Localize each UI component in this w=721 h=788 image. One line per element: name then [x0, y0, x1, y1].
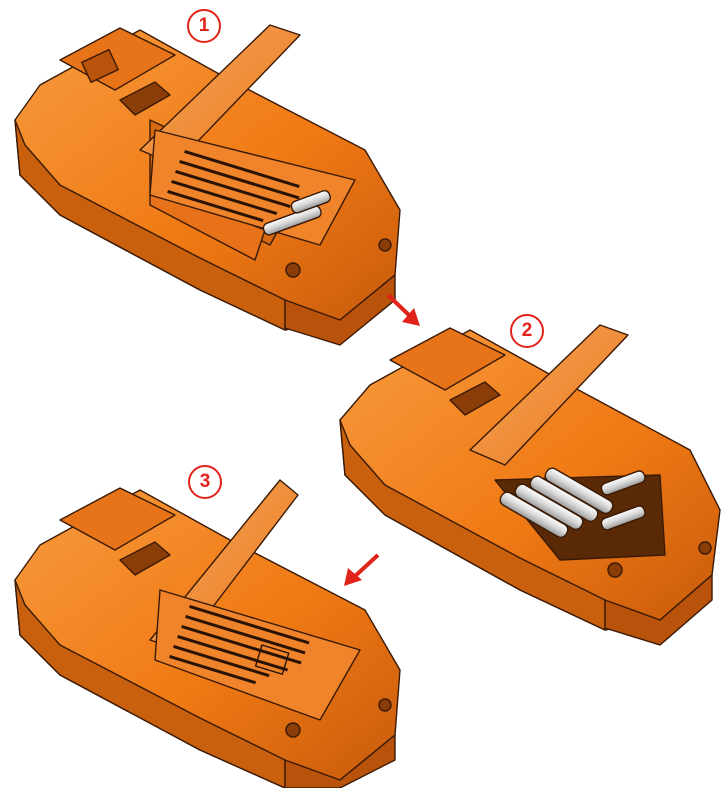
- meter-step-3: [14, 479, 401, 788]
- step-1-badge: 1: [187, 9, 221, 43]
- arrow-down-right-icon: [386, 293, 420, 326]
- batteries-new: [499, 467, 646, 539]
- step-3-badge: 3: [188, 465, 222, 499]
- step-2-badge: 2: [510, 314, 544, 348]
- meter-step-1: [14, 24, 401, 346]
- meter-step-2: [339, 324, 721, 646]
- arrow-down-left-icon: [344, 553, 380, 586]
